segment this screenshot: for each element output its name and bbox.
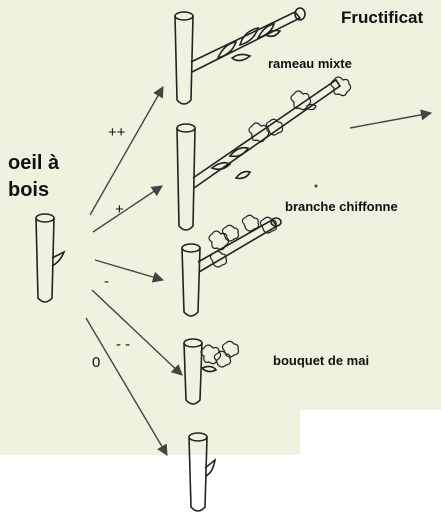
symbol-strong: ++ (108, 124, 126, 141)
label-bouquet-de-mai: bouquet de mai (273, 353, 370, 368)
arrows (85, 86, 433, 456)
symbol-chiffonne: - (104, 273, 109, 290)
label-branche-chiffonne: branche chiffonne (285, 199, 398, 214)
page-title: Fructificat (341, 8, 424, 27)
symbol-bouquet: - - (116, 336, 131, 353)
symbol-mixte: + (115, 201, 124, 218)
arrow-strong (89, 86, 164, 216)
start-bud-label-line2: bois (8, 179, 50, 201)
symbol-zero: 0 (92, 354, 101, 371)
twig-strong (174, 7, 306, 105)
twig-mixte (176, 76, 352, 231)
arrow-bouquet (91, 289, 183, 376)
twig-bouquet (183, 338, 240, 405)
arrow-zero (85, 317, 168, 456)
twig-chiffonne (181, 214, 282, 317)
label-rameau-mixte: rameau mixte (268, 56, 352, 71)
arrow-chiffonne (94, 259, 165, 283)
arrow-fructification (349, 109, 433, 129)
start-bud-label: oeil à bois (8, 150, 88, 204)
twig-zero (188, 432, 217, 512)
start-bud-label-line1: oeil à (8, 152, 60, 174)
start-bud-twig (35, 213, 66, 303)
arrow-mixte (92, 185, 163, 233)
speck (314, 184, 318, 188)
